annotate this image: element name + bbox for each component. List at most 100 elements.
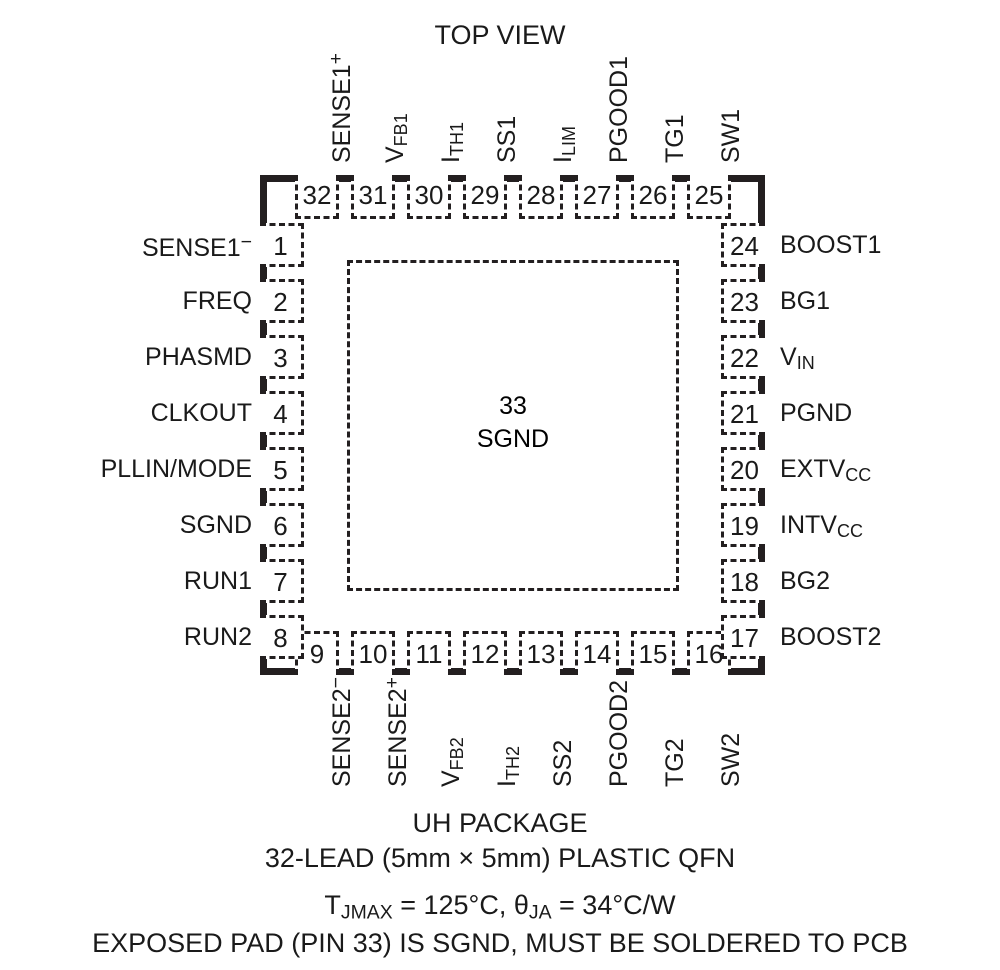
pin-label-5: PLLIN/MODE <box>100 455 252 483</box>
pin-label-30: ITH1 <box>437 122 467 163</box>
pin-number-19: 19 <box>730 511 759 541</box>
page-title: TOP VIEW <box>434 20 566 50</box>
pin-label-19: INTVCC <box>780 511 863 541</box>
pin-number-26: 26 <box>638 180 668 210</box>
pin-label-14: PGOOD2 <box>605 680 633 787</box>
exposed-pad-label: 33 SGND <box>347 390 679 455</box>
pin-pad-20[interactable]: 20 <box>721 447 765 491</box>
pin-label-24: BOOST1 <box>780 231 882 259</box>
pin-pad-21[interactable]: 21 <box>721 391 765 435</box>
pin-pad-13[interactable]: 13 <box>519 631 563 675</box>
pin-pad-19[interactable]: 19 <box>721 503 765 547</box>
pin-number-5: 5 <box>273 455 288 485</box>
pin-pad-3[interactable]: 3 <box>260 335 304 379</box>
pin-label-22: VIN <box>780 343 815 373</box>
pin-pad-5[interactable]: 5 <box>260 447 304 491</box>
pin-pad-11[interactable]: 11 <box>407 631 451 675</box>
caption-lead-description: 32-LEAD (5mm × 5mm) PLASTIC QFN <box>264 843 736 873</box>
pin-pad-1[interactable]: 1 <box>260 223 304 267</box>
pin-pad-15[interactable]: 15 <box>631 631 675 675</box>
pin-pad-23[interactable]: 23 <box>721 279 765 323</box>
pin-pad-12[interactable]: 12 <box>463 631 507 675</box>
pin-label-26: TG1 <box>661 114 689 163</box>
pin-number-9: 9 <box>309 639 325 669</box>
pin-pad-6[interactable]: 6 <box>260 503 304 547</box>
pin-number-3: 3 <box>273 343 288 373</box>
pin-number-8: 8 <box>273 623 288 653</box>
pin-pad-18[interactable]: 18 <box>721 559 765 603</box>
pin-label-1: SENSE1− <box>141 231 252 263</box>
pin-label-9: SENSE2− <box>325 676 357 787</box>
pin-number-15: 15 <box>638 639 668 669</box>
pin-pad-7[interactable]: 7 <box>260 559 304 603</box>
pin-number-23: 23 <box>730 287 759 317</box>
pin-number-1: 1 <box>273 231 288 261</box>
exposed-pad-pin-name: SGND <box>476 424 550 453</box>
pin-label-23: BG1 <box>780 287 831 315</box>
pin-pad-27[interactable]: 27 <box>575 175 619 219</box>
pin-label-31: VFB1 <box>381 113 411 163</box>
pin-pad-10[interactable]: 10 <box>351 631 395 675</box>
pin-number-31: 31 <box>358 180 388 210</box>
pin-label-8: RUN2 <box>183 623 252 651</box>
pin-label-21: PGND <box>780 399 853 427</box>
pin-number-7: 7 <box>273 567 288 597</box>
pin-number-16: 16 <box>694 639 724 669</box>
pin-number-28: 28 <box>526 180 556 210</box>
pin-pad-25[interactable]: 25 <box>687 175 731 219</box>
pin-pad-2[interactable]: 2 <box>260 279 304 323</box>
pin-label-18: BG2 <box>780 567 831 595</box>
pin-pad-32[interactable]: 32 <box>295 175 339 219</box>
pin-pad-24[interactable]: 24 <box>721 223 765 267</box>
exposed-pad-outline <box>347 260 679 591</box>
pin-number-2: 2 <box>273 287 288 317</box>
pin-pad-28[interactable]: 28 <box>519 175 563 219</box>
pin-number-14: 14 <box>582 639 612 669</box>
pin-number-18: 18 <box>730 567 759 597</box>
pin-label-4: CLKOUT <box>150 399 252 427</box>
pin-label-20: EXTVCC <box>780 455 872 485</box>
pin-pad-4[interactable]: 4 <box>260 391 304 435</box>
pin-label-6: SGND <box>179 511 252 539</box>
pin-number-4: 4 <box>273 399 288 429</box>
pin-pad-31[interactable]: 31 <box>351 175 395 219</box>
pin-number-29: 29 <box>470 180 500 210</box>
pin-number-21: 21 <box>730 399 759 429</box>
package-outline <box>260 175 765 675</box>
pin-label-17: BOOST2 <box>780 623 882 651</box>
pin-number-24: 24 <box>730 231 759 261</box>
pin-number-32: 32 <box>302 180 332 210</box>
pin-label-10: SENSE2+ <box>381 676 413 787</box>
pin-label-29: SS1 <box>493 115 521 163</box>
caption-thermal-spec: TJMAX = 125°C, θJA = 34°C/W <box>324 890 676 924</box>
pin-label-2: FREQ <box>182 287 252 315</box>
pin-pad-22[interactable]: 22 <box>721 335 765 379</box>
pin-label-32: SENSE1+ <box>325 52 357 163</box>
pin-number-25: 25 <box>694 180 724 210</box>
exposed-pad-pin-number: 33 <box>499 392 527 420</box>
pin-number-6: 6 <box>273 511 288 541</box>
pin-label-27: PGOOD1 <box>605 56 633 163</box>
pin-number-30: 30 <box>414 180 444 210</box>
pin-pad-29[interactable]: 29 <box>463 175 507 219</box>
pin-number-17: 17 <box>730 623 759 653</box>
pin-label-12: ITH2 <box>493 746 523 787</box>
pin-number-20: 20 <box>730 455 759 485</box>
pin-label-3: PHASMD <box>145 343 252 371</box>
pin-label-11: VFB2 <box>437 737 467 787</box>
pin-number-12: 12 <box>470 639 500 669</box>
pin-pad-30[interactable]: 30 <box>407 175 451 219</box>
pin-number-27: 27 <box>582 180 612 210</box>
pin-pad-17[interactable]: 17 <box>721 615 765 659</box>
pin-label-7: RUN1 <box>183 567 252 595</box>
pin-label-15: TG2 <box>661 738 689 787</box>
pin-pad-8[interactable]: 8 <box>260 615 304 659</box>
caption-package-name: UH PACKAGE <box>412 808 588 838</box>
pin-pad-26[interactable]: 26 <box>631 175 675 219</box>
pin-number-10: 10 <box>358 639 388 669</box>
pin-label-28: ILIM <box>549 126 579 163</box>
pin-number-11: 11 <box>415 639 443 669</box>
pin-label-16: SW2 <box>717 732 745 787</box>
pin-pad-14[interactable]: 14 <box>575 631 619 675</box>
